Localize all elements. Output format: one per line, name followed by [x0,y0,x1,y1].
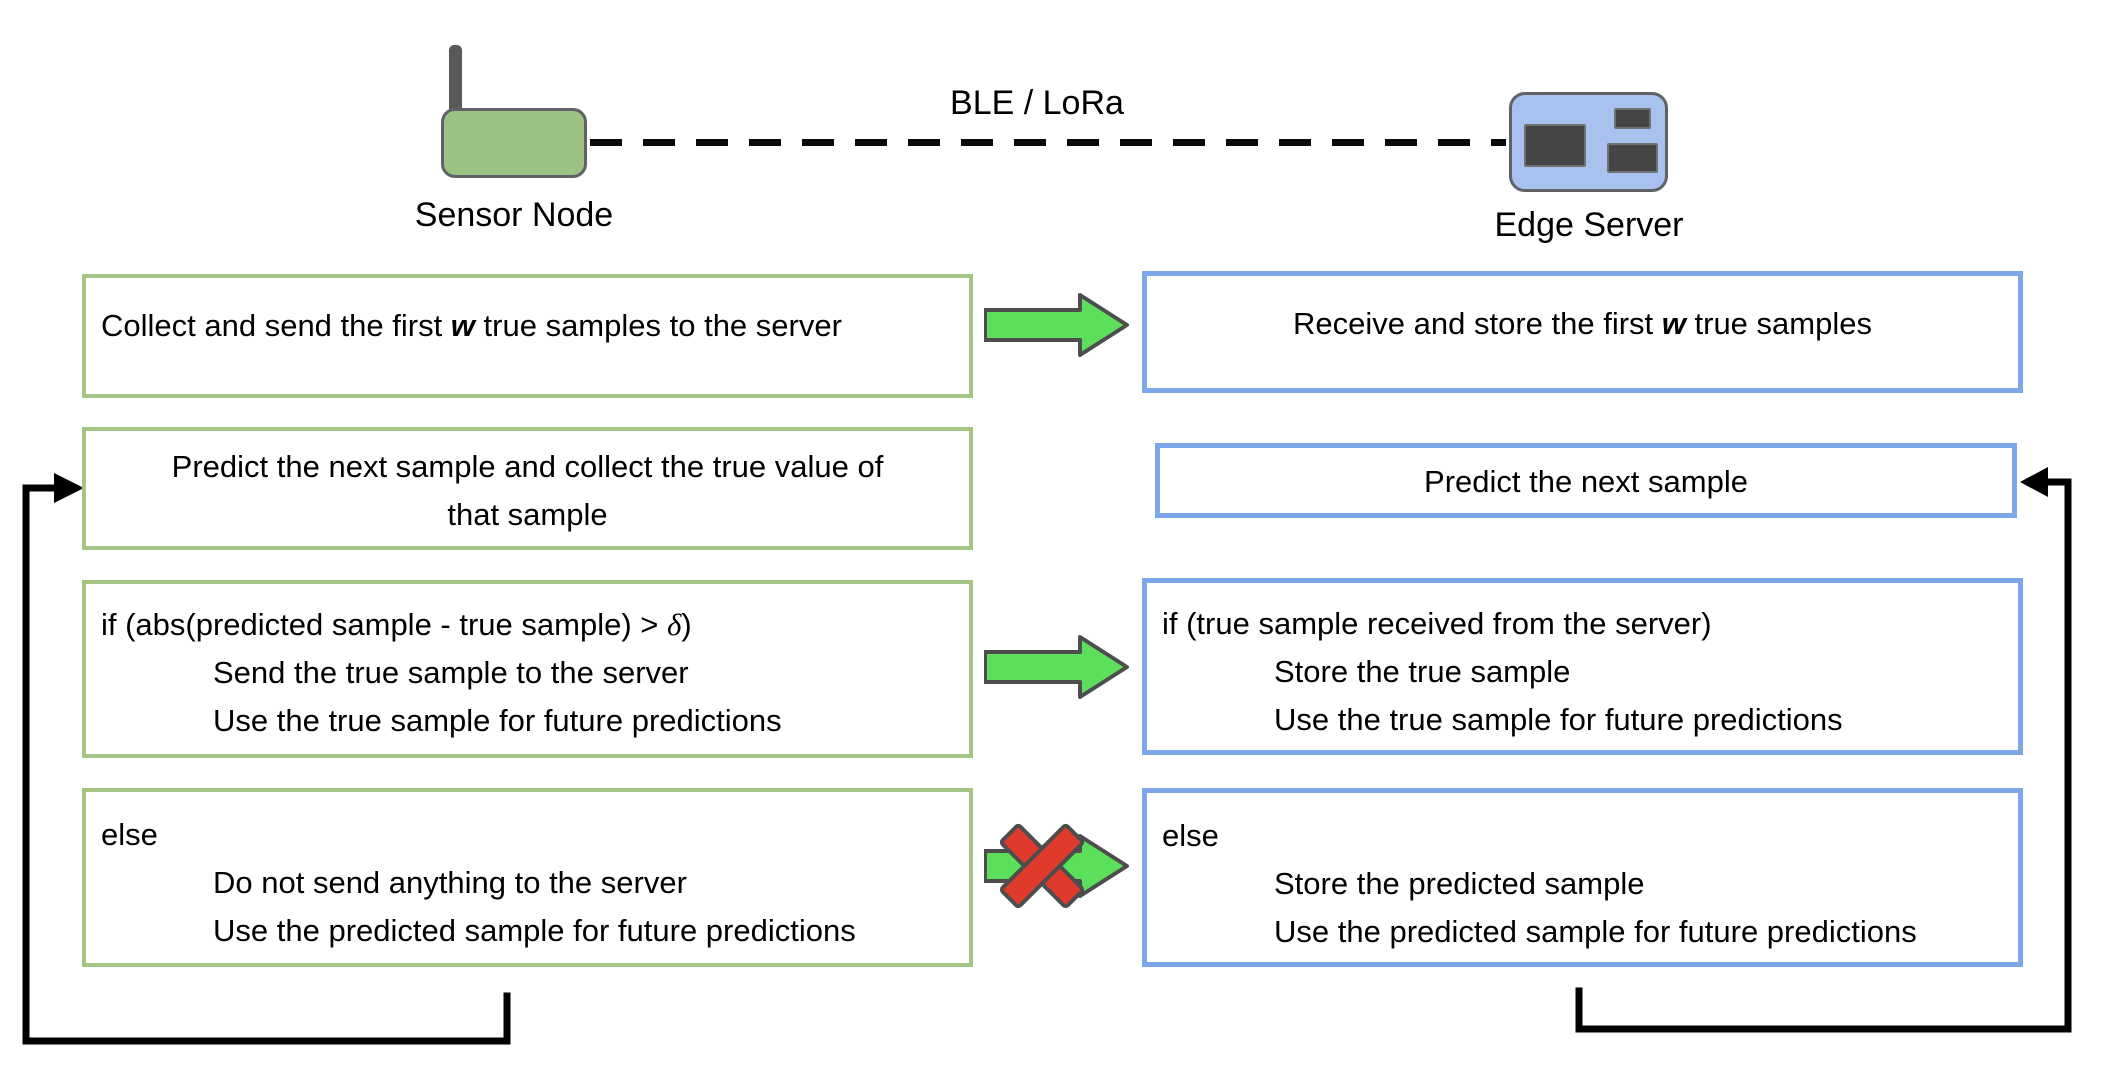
text-segment: w [1661,306,1686,341]
text-segment: else [101,817,158,852]
text-segment: Use the predicted sample for future pred… [213,913,856,948]
box-text-line: Store the predicted sample [1274,860,2008,908]
text-segment: Receive and store the first [1293,306,1662,341]
box-text-line: Predict the next sample and collect the … [106,443,949,491]
box-text-line: Use the true sample for future predictio… [213,697,959,745]
text-segment: Store the true sample [1274,654,1571,689]
box-text-line: if (abs(predicted sample - true sample) … [101,601,959,649]
box-text-line: that sample [106,491,949,539]
text-segment: Predict the next sample [1424,464,1748,499]
box-text-line: Receive and store the first w true sampl… [1167,300,1998,348]
chip-icon [1607,143,1658,173]
sensor-box-if-branch: if (abs(predicted sample - true sample) … [82,580,973,758]
wireless-link-label: BLE / LoRa [950,84,1124,122]
edge-server-label: Edge Server [1494,206,1684,244]
sensor-loop-arrow [22,473,511,1045]
text-segment: δ [666,607,682,642]
transfer-arrow-row4-blocked [984,823,1129,909]
text-segment: Use the true sample for future predictio… [1274,702,1843,737]
text-segment: Send the true sample to the server [213,655,689,690]
text-segment: else [1162,818,1219,853]
server-box-receive-store: Receive and store the first w true sampl… [1142,271,2023,393]
text-segment: Do not send anything to the server [213,865,687,900]
text-segment: if (abs(predicted sample - true sample) … [101,607,667,642]
box-text-line: else [101,811,959,859]
box-text-line: if (true sample received from the server… [1162,600,2008,648]
wireless-dashed-line [590,139,1506,146]
transfer-arrow-row1 [984,293,1129,357]
box-text-line: Do not send anything to the server [213,859,959,907]
antenna-icon [449,45,462,115]
chip-icon [1614,108,1651,129]
transfer-arrow-row3 [984,635,1129,699]
chip-icon [1524,124,1586,167]
box-text-line: Collect and send the first w true sample… [101,302,959,350]
server-box-if-branch: if (true sample received from the server… [1142,578,2023,755]
box-text-line: Use the predicted sample for future pred… [213,907,959,955]
box-text-line: Use the predicted sample for future pred… [1274,908,2008,956]
text-segment: if (true sample received from the server… [1162,606,1712,641]
box-text-line: else [1162,812,2008,860]
text-segment: w [450,308,475,343]
text-segment: Store the predicted sample [1274,866,1645,901]
text-segment: true samples [1685,306,1872,341]
text-segment: ) [681,607,692,642]
box-text-line: Send the true sample to the server [213,649,959,697]
red-cross-icon [999,823,1085,909]
text-segment: Use the predicted sample for future pred… [1274,914,1917,949]
server-loop-arrow [1575,467,2072,1033]
box-text-line: Use the true sample for future predictio… [1274,696,2008,744]
box-text-line: Store the true sample [1274,648,2008,696]
edge-server-icon [1509,92,1668,192]
sensor-node-label: Sensor Node [414,196,614,234]
sensor-body [441,108,587,178]
server-box-predict-next: Predict the next sample [1155,443,2017,518]
text-segment: Use the true sample for future predictio… [213,703,782,738]
box-text-line: Predict the next sample [1180,458,1992,506]
text-segment: that sample [447,497,608,532]
text-segment: Predict the next sample and collect the … [171,449,884,484]
text-segment: true samples to the server [474,308,842,343]
sensor-box-predict-collect: Predict the next sample and collect the … [82,427,973,550]
sensor-node-icon [441,45,587,178]
sensor-box-collect-send: Collect and send the first w true sample… [82,274,973,398]
text-segment: Collect and send the first [101,308,451,343]
